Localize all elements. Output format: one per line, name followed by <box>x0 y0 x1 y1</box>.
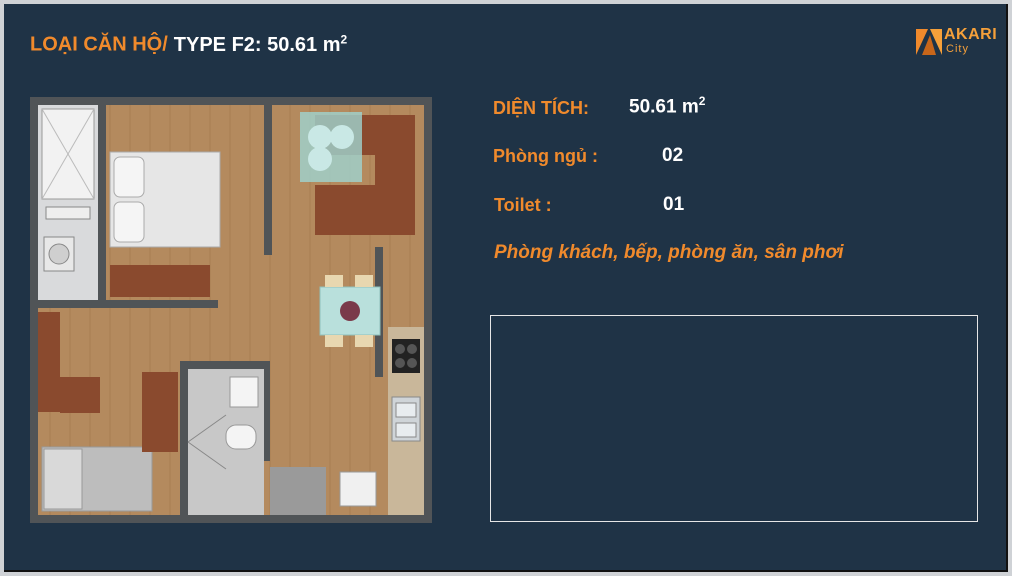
slide: LOẠI CĂN HỘ/TYPE F2: 50.61 m2 AKARI City <box>4 4 1008 572</box>
toilet-label: Toilet : <box>494 195 552 215</box>
logo-sub: City <box>946 43 969 55</box>
area-value: 50.61 m2 <box>629 94 706 118</box>
bedroom-value: 02 <box>662 145 684 166</box>
logo-brand: AKARI <box>944 26 998 43</box>
floor-plan-image <box>30 97 432 523</box>
area-label: DIỆN TÍCH: <box>493 98 589 118</box>
apartment-type-label: LOẠI CĂN HỘ/ <box>30 33 168 56</box>
blank-panel <box>490 315 978 522</box>
bedroom-label: Phòng ngủ : <box>493 146 598 166</box>
rooms-description: Phòng khách, bếp, phòng ăn, sân phơi <box>494 242 844 263</box>
toilet-value: 01 <box>663 194 685 215</box>
page-title: LOẠI CĂN HỘ/TYPE F2: 50.61 m2 <box>30 32 347 57</box>
akari-logo-icon <box>916 29 942 55</box>
apartment-type-value: TYPE F2: 50.61 m2 <box>173 32 348 56</box>
akari-city-logo: AKARI City <box>916 24 1006 60</box>
